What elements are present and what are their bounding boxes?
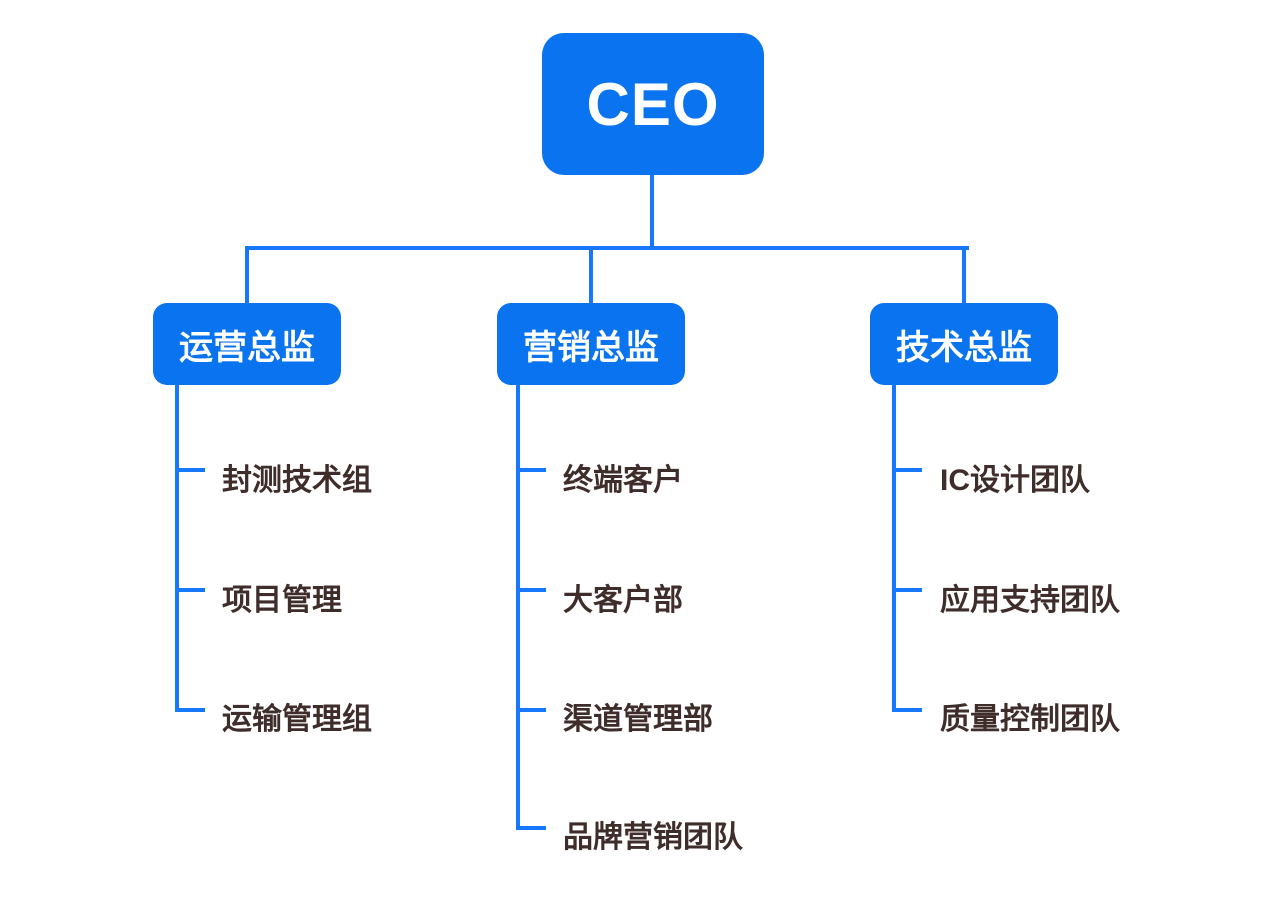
node-leaf-ic-design-team[interactable]: IC设计团队 <box>940 464 1090 497</box>
connector-tick <box>175 468 205 472</box>
connector-tick <box>892 588 922 592</box>
node-leaf-project-management[interactable]: 项目管理 <box>222 584 342 617</box>
node-leaf-application-support-team[interactable]: 应用支持团队 <box>940 584 1120 617</box>
connector-tick <box>516 468 546 472</box>
connector-tick <box>892 468 922 472</box>
node-director-technology[interactable]: 技术总监 <box>870 303 1058 385</box>
connector-tick <box>516 708 546 712</box>
connector-rail-operations <box>175 385 179 712</box>
connector-tick <box>892 708 922 712</box>
connector-drop-technology <box>962 246 966 305</box>
node-leaf-brand-marketing-team[interactable]: 品牌营销团队 <box>563 821 743 854</box>
connector-drop-operations <box>245 246 249 305</box>
node-leaf-key-accounts-dept[interactable]: 大客户部 <box>563 584 683 617</box>
node-director-marketing[interactable]: 营销总监 <box>497 303 685 385</box>
connector-ceo-stem <box>650 175 654 250</box>
connector-rail-technology <box>892 385 896 712</box>
node-ceo[interactable]: CEO <box>542 33 764 175</box>
connector-top-horizontal <box>245 246 969 250</box>
connector-drop-marketing <box>589 246 593 305</box>
node-leaf-channel-management-dept[interactable]: 渠道管理部 <box>563 703 713 736</box>
node-leaf-quality-control-team[interactable]: 质量控制团队 <box>940 703 1120 736</box>
node-director-operations[interactable]: 运营总监 <box>153 303 341 385</box>
connector-tick <box>175 588 205 592</box>
connector-rail-marketing <box>516 385 520 830</box>
connector-tick <box>516 588 546 592</box>
node-leaf-transport-management-group[interactable]: 运输管理组 <box>222 703 372 736</box>
node-leaf-packaging-test-group[interactable]: 封测技术组 <box>222 464 372 497</box>
connector-tick <box>516 826 546 830</box>
node-leaf-end-customers[interactable]: 终端客户 <box>563 464 683 497</box>
connector-tick <box>175 708 205 712</box>
